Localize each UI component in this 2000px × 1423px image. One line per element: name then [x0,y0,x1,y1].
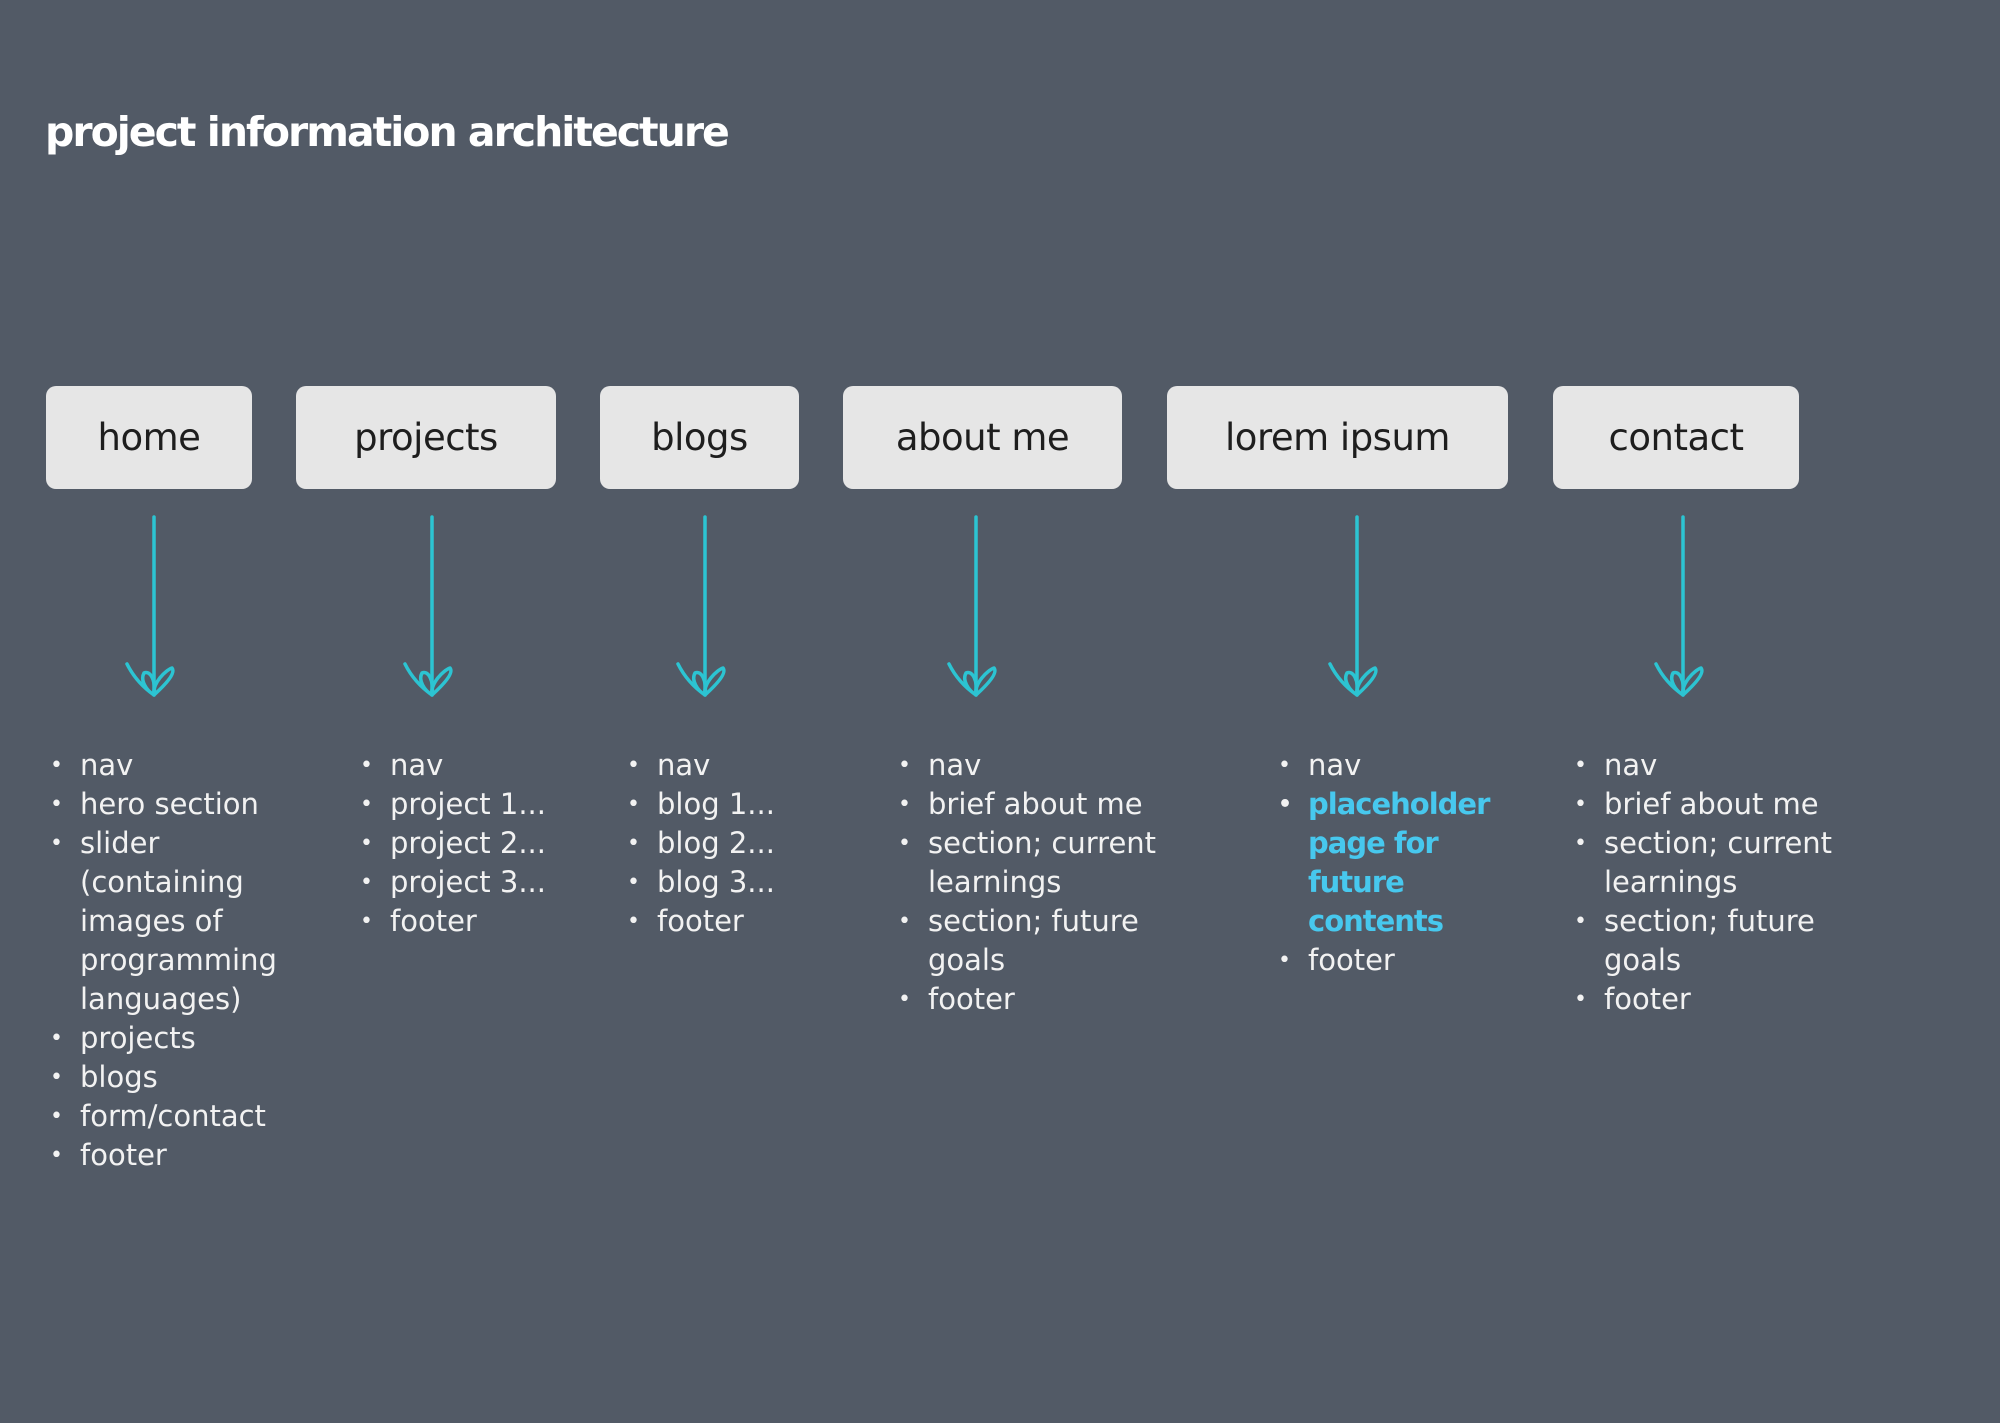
list-projects: navproject 1...project 2...project 3...f… [356,746,586,941]
list-item: footer [356,902,586,941]
list-item: footer [1570,980,1870,1019]
list-item: slider (containing images of programming… [46,824,326,1019]
node-projects: projects [296,386,556,489]
diagram-title: project information architecture [45,108,730,156]
list-item: nav [46,746,326,785]
list-item: section; future goals [894,902,1194,980]
list-about-me: navbrief about mesection; current learni… [894,746,1194,1019]
list-item: footer [894,980,1194,1019]
list-item: brief about me [1570,785,1870,824]
list-blogs: navblog 1...blog 2...blog 3...footer [623,746,843,941]
list-item: blog 1... [623,785,843,824]
list-item: project 1... [356,785,586,824]
arrow-projects [403,515,453,697]
arrow-contact [1654,515,1704,697]
list-item: blog 2... [623,824,843,863]
list-item: footer [1274,941,1534,980]
list-item: footer [623,902,843,941]
arrow-blogs [676,515,726,697]
list-item: nav [894,746,1194,785]
node-blogs: blogs [600,386,799,489]
list-item: nav [1274,746,1534,785]
list-item: placeholder page for future contents [1274,785,1534,941]
list-item: nav [1570,746,1870,785]
list-contact: navbrief about mesection; current learni… [1570,746,1870,1019]
list-item: form/contact [46,1097,326,1136]
arrow-lorem-ipsum [1328,515,1378,697]
node-home: home [46,386,252,489]
arrow-about-me [947,515,997,697]
node-about-me: about me [843,386,1122,489]
list-item: nav [356,746,586,785]
list-item: brief about me [894,785,1194,824]
node-lorem-ipsum: lorem ipsum [1167,386,1508,489]
node-contact: contact [1553,386,1799,489]
list-item: project 3... [356,863,586,902]
list-item: blog 3... [623,863,843,902]
list-lorem-ipsum: navplaceholder page for future contentsf… [1274,746,1534,980]
list-item: hero section [46,785,326,824]
arrow-home [125,515,175,697]
list-home: navhero sectionslider (containing images… [46,746,326,1175]
list-item: footer [46,1136,326,1175]
list-item: nav [623,746,843,785]
list-item: projects [46,1019,326,1058]
list-item: project 2... [356,824,586,863]
list-item: section; current learnings [894,824,1194,902]
list-item: blogs [46,1058,326,1097]
list-item: section; current learnings [1570,824,1870,902]
list-item: section; future goals [1570,902,1870,980]
